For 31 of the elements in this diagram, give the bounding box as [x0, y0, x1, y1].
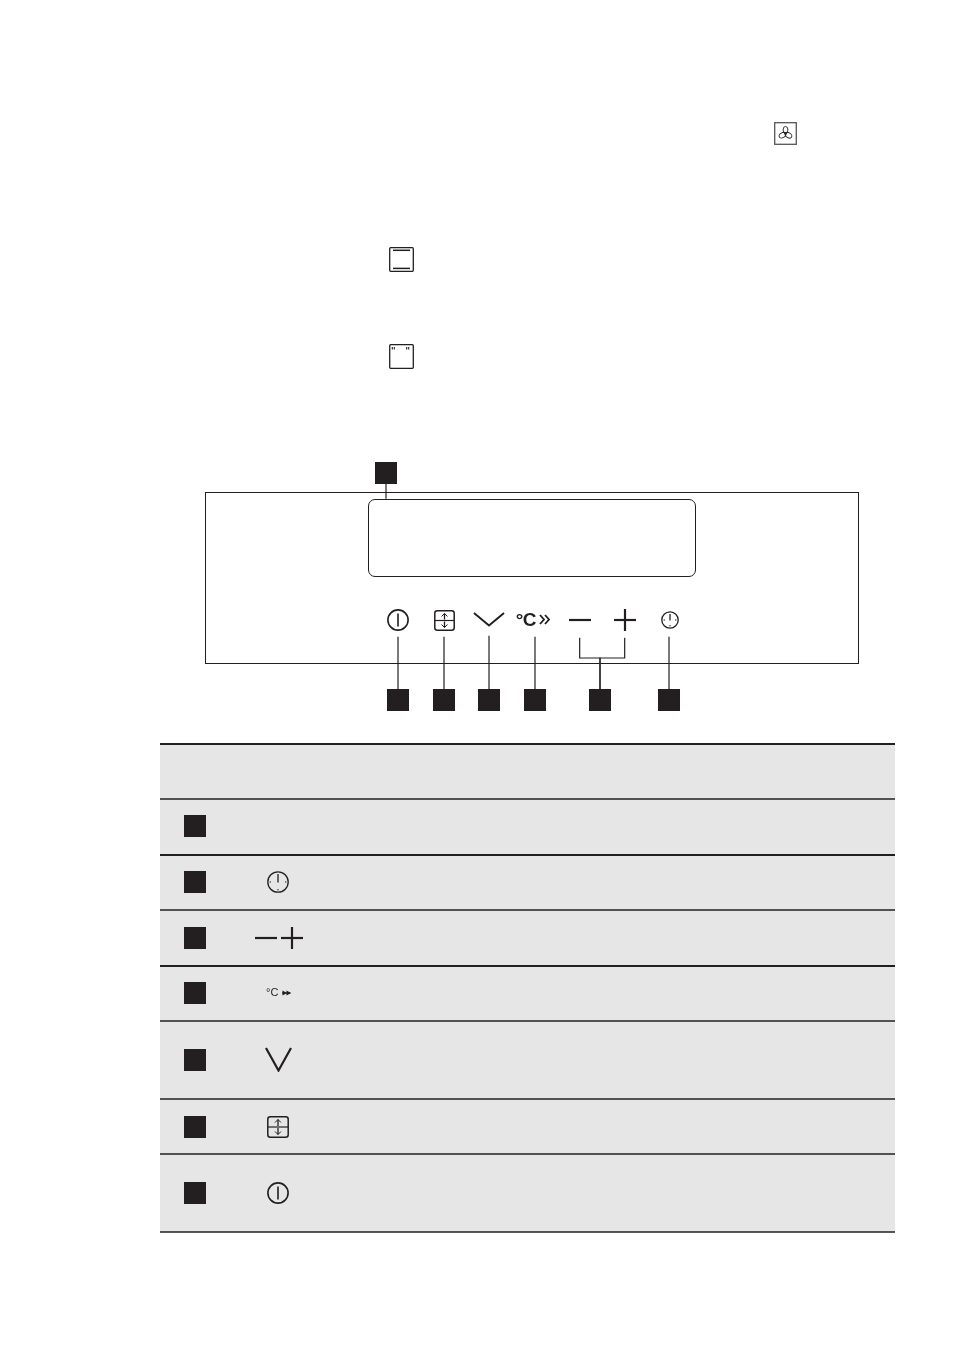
leader-line [488, 635, 490, 690]
control-panel [205, 492, 859, 664]
callout-marker [387, 689, 409, 711]
callout-marker [589, 689, 611, 711]
callout-marker [184, 1116, 206, 1138]
up-down-arrows-icon [433, 609, 455, 631]
callout-marker [433, 689, 455, 711]
power-icon [386, 608, 409, 631]
unit-symbol: °C [266, 986, 279, 998]
minus-icon [568, 617, 591, 622]
callout-marker [184, 815, 206, 837]
chevron-down-icon [472, 611, 505, 627]
leader-line [599, 637, 626, 690]
callout-marker [478, 689, 500, 711]
leader-line [534, 636, 536, 690]
callout-marker [184, 927, 206, 949]
leader-line [397, 636, 399, 690]
callout-marker [375, 462, 397, 484]
leader-line [443, 636, 445, 690]
plus-icon [613, 608, 636, 631]
callout-marker [524, 689, 546, 711]
callout-marker [658, 689, 680, 711]
callout-marker [184, 982, 206, 1004]
display-screen [367, 498, 696, 577]
leader-line [668, 636, 670, 690]
temperature-symbol: °C [515, 608, 536, 631]
callout-marker [184, 1049, 206, 1071]
leader-line [385, 483, 387, 500]
callout-marker [184, 1182, 206, 1204]
clock-icon [660, 610, 679, 629]
callout-marker [184, 871, 206, 893]
